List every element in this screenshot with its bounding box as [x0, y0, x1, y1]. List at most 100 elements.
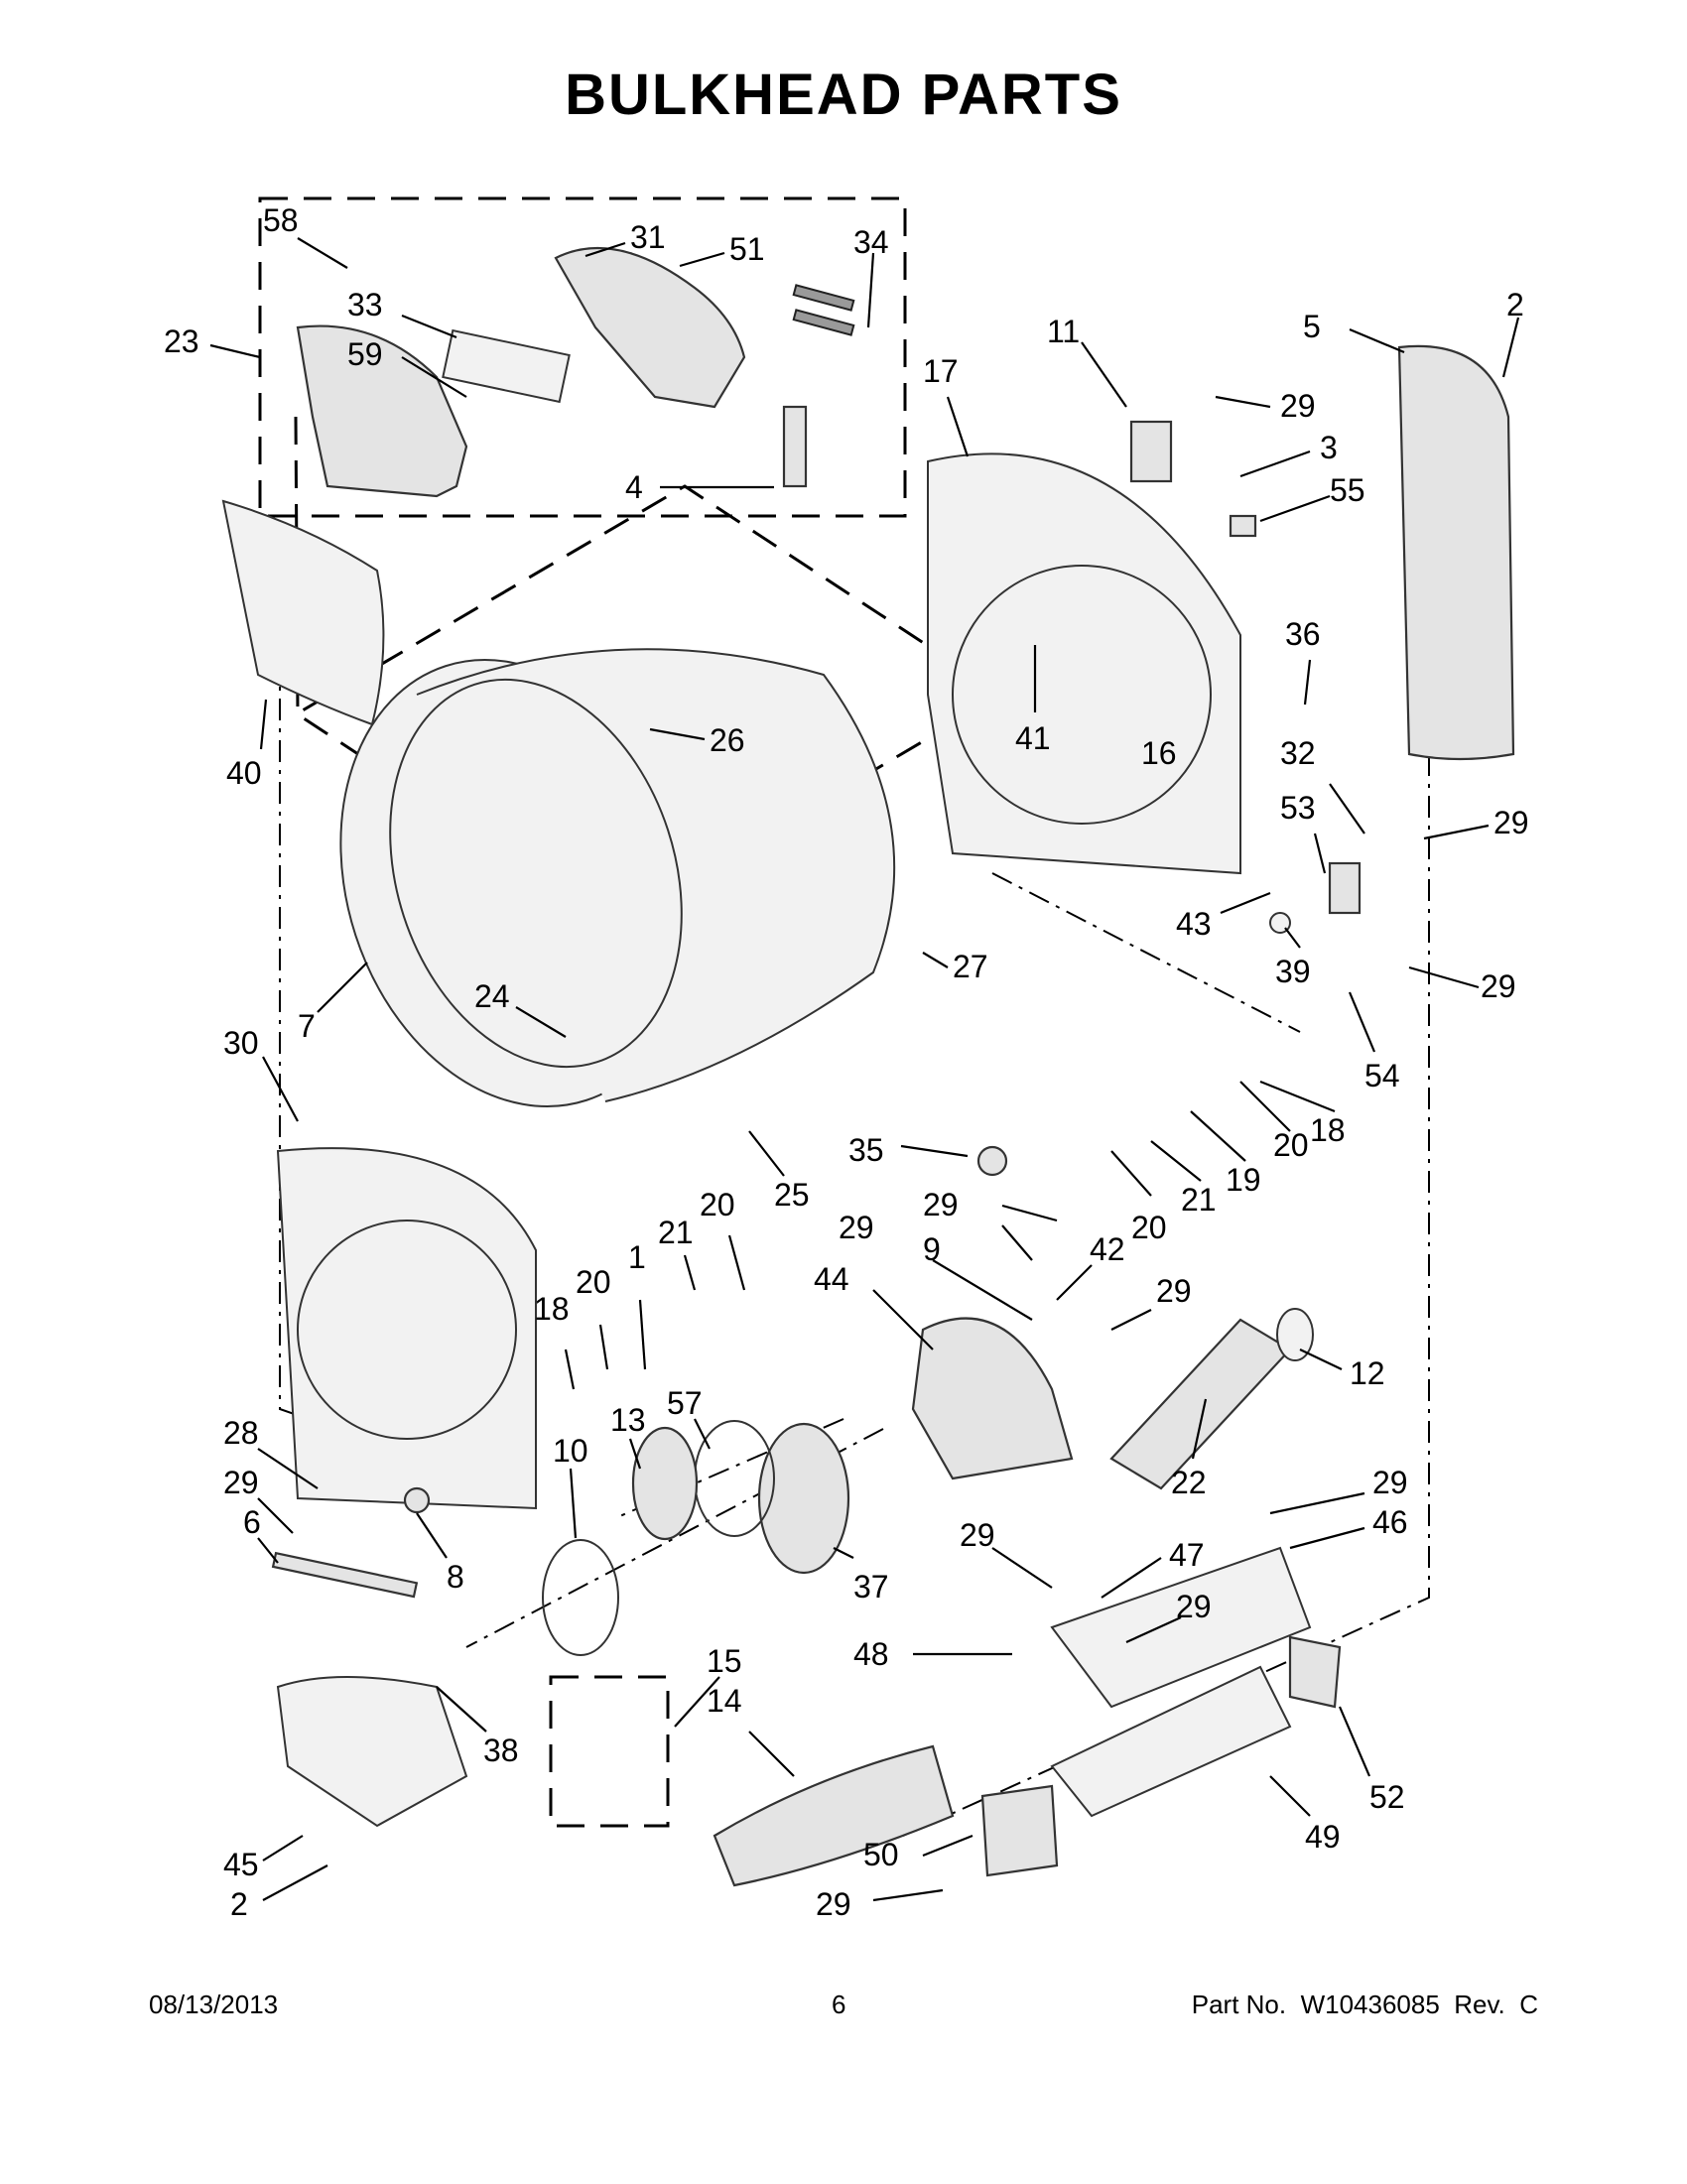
callout-59: 59	[347, 336, 383, 372]
part-23-duct	[296, 324, 468, 498]
callout-29h: 29	[1372, 1465, 1408, 1500]
callout-57: 57	[667, 1385, 703, 1421]
part-4-harness	[782, 405, 808, 488]
leader-6	[257, 1537, 279, 1564]
leader-29a	[1215, 395, 1271, 409]
part-8-roller	[403, 1486, 431, 1514]
callout-25: 25	[774, 1177, 810, 1213]
leader-29i	[991, 1547, 1053, 1589]
callout-52: 52	[1369, 1779, 1405, 1815]
callout-18b: 18	[534, 1291, 570, 1327]
callout-29f: 29	[1156, 1273, 1192, 1309]
page-title: BULKHEAD PARTS	[565, 63, 1122, 127]
callout-58: 58	[263, 202, 299, 238]
leader-33	[401, 314, 457, 339]
callout-29b: 29	[1493, 805, 1529, 840]
leader-2b	[262, 1864, 328, 1901]
callout-46: 46	[1372, 1504, 1408, 1540]
callout-20d: 20	[700, 1187, 735, 1222]
leader-31	[584, 241, 626, 258]
callout-32: 32	[1280, 735, 1316, 771]
part-30-front-bulkhead	[276, 1147, 537, 1510]
callout-38: 38	[483, 1733, 519, 1768]
part-37-blower-wheel	[757, 1422, 850, 1575]
leader-47	[1101, 1557, 1162, 1599]
alignment-line-lower	[465, 1428, 884, 1648]
kit-25-dashed-box	[294, 416, 1005, 925]
callout-13: 13	[610, 1402, 646, 1438]
callout-29k: 29	[816, 1886, 851, 1922]
leader-38	[436, 1686, 487, 1733]
callout-47: 47	[1169, 1537, 1205, 1573]
footer-date: 08/13/2013	[149, 1990, 279, 2019]
part-22-duct	[1109, 1318, 1292, 1490]
callout-21b: 21	[658, 1215, 694, 1250]
callout-55: 55	[1330, 472, 1365, 508]
callout-39: 39	[1275, 954, 1311, 989]
part-33-plate	[442, 328, 571, 404]
leader-20c	[598, 1324, 609, 1370]
leader-2a	[1501, 317, 1520, 378]
leader-8	[416, 1512, 448, 1559]
callout-23: 23	[164, 323, 199, 359]
leader-40	[259, 699, 268, 750]
leader-22	[1191, 1398, 1208, 1460]
leader-21a	[1150, 1140, 1202, 1182]
leader-1	[638, 1299, 647, 1370]
callout-34: 34	[853, 224, 889, 260]
leader-29d	[1001, 1204, 1058, 1222]
leader-32	[1329, 783, 1365, 835]
leader-29h	[1269, 1491, 1365, 1515]
leader-21b	[683, 1254, 697, 1291]
leader-51	[679, 251, 725, 268]
callout-30: 30	[223, 1025, 259, 1061]
callout-15: 15	[707, 1643, 742, 1679]
leader-7	[317, 962, 368, 1013]
leader-52	[1338, 1706, 1371, 1777]
callout-11: 11	[1047, 314, 1080, 349]
leader-50	[922, 1834, 973, 1858]
callout-50: 50	[863, 1837, 899, 1872]
callout-53: 53	[1280, 790, 1316, 826]
callout-20a: 20	[1273, 1127, 1309, 1163]
leader-29j	[1125, 1615, 1182, 1644]
leader-58	[297, 237, 348, 269]
leader-55	[1259, 494, 1331, 523]
part-31-duct-cover	[554, 246, 746, 409]
leader-29c	[1408, 965, 1480, 989]
callout-26: 26	[710, 722, 745, 758]
leader-54	[1348, 991, 1376, 1053]
part-49-heater-channel	[1050, 1665, 1292, 1818]
callout-29c: 29	[1481, 968, 1516, 1004]
leader-20d	[727, 1234, 746, 1291]
leader-12	[1299, 1349, 1343, 1370]
callout-44: 44	[814, 1261, 849, 1297]
leader-26	[649, 727, 706, 741]
part-24-baffle-ring	[389, 678, 683, 1069]
callout-6: 6	[243, 1504, 261, 1540]
callout-18a: 18	[1310, 1112, 1346, 1148]
leader-30	[262, 1056, 299, 1122]
leader-57	[694, 1418, 711, 1450]
callout-41: 41	[1015, 720, 1051, 756]
callout-48: 48	[853, 1636, 889, 1672]
callout-54: 54	[1364, 1058, 1400, 1093]
callout-10: 10	[553, 1433, 588, 1469]
leader-17	[946, 396, 970, 457]
leader-27	[922, 952, 949, 968]
callout-8: 8	[447, 1559, 464, 1595]
callout-24: 24	[474, 978, 510, 1014]
callout-12: 12	[1350, 1355, 1385, 1391]
leader-37	[833, 1547, 854, 1559]
leader-13	[628, 1438, 642, 1470]
callout-17: 17	[923, 353, 959, 389]
part-53-valve	[1328, 861, 1362, 915]
part-40-lint-screen	[221, 499, 385, 726]
callout-9: 9	[923, 1231, 941, 1267]
callout-5: 5	[1303, 309, 1321, 344]
callout-28: 28	[223, 1415, 259, 1451]
part-6-strip	[271, 1551, 419, 1599]
callout-29a: 29	[1280, 388, 1316, 424]
callout-45: 45	[223, 1847, 259, 1882]
callout-4: 4	[625, 469, 643, 505]
